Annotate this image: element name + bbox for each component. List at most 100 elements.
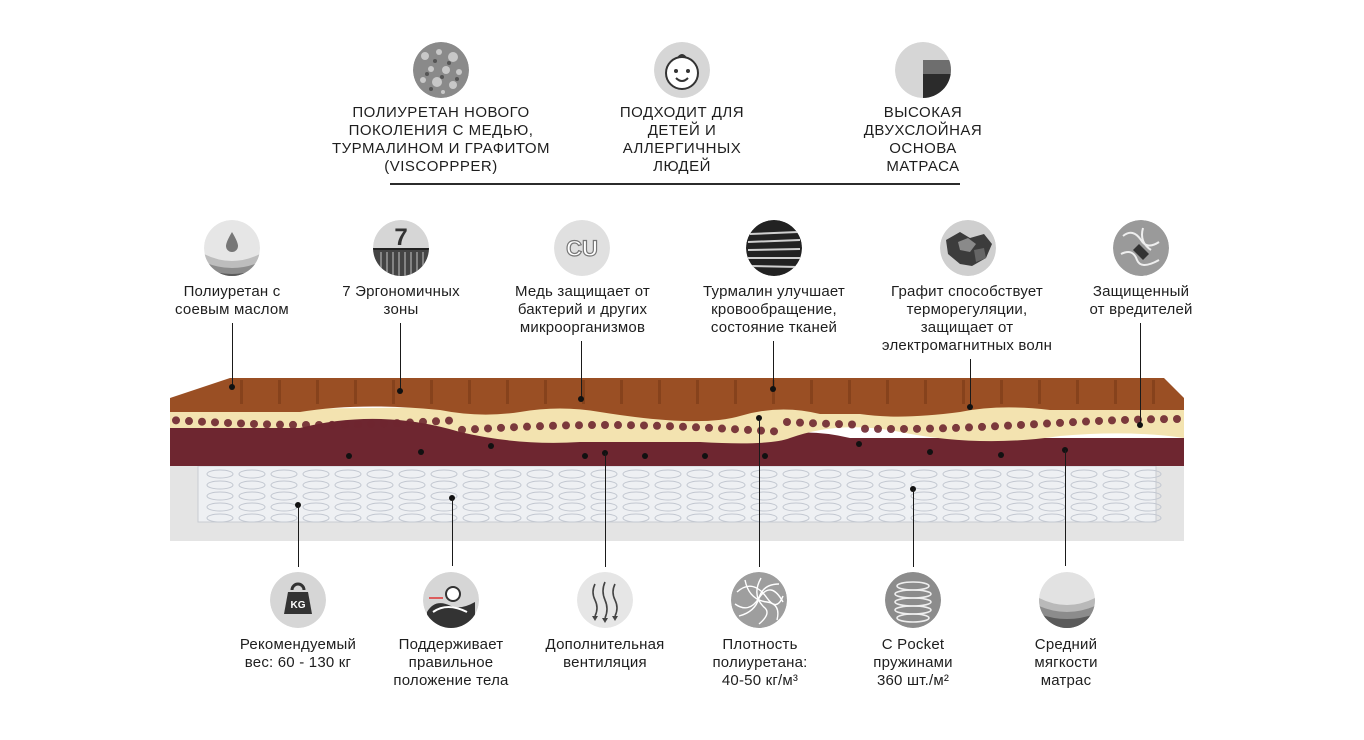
leader-line-ventilation [605,453,606,567]
leader-line-density [759,418,760,567]
spring-coil [846,513,874,523]
foam-hole [328,420,336,429]
leader-line-graphite [970,359,971,407]
foam-hole [666,422,674,431]
spring-coil [814,513,842,523]
spring-coil [1102,513,1130,523]
spring-coil [590,502,618,512]
leader-line-pest [1140,323,1141,425]
leader-dot [488,443,494,449]
spring-coil [1102,469,1130,479]
top-copper-layer [170,378,1184,422]
spring-coil [430,491,458,501]
pocket-spring-icon [885,572,941,628]
foam-hole [770,427,778,436]
zone-groove [772,380,775,404]
spring-coil [750,480,778,490]
foam-hole [1082,417,1090,426]
zone-groove [1114,380,1117,404]
foam-hole [380,419,388,428]
spring-coil [526,491,554,501]
foam-hole [445,416,453,425]
spring-coil [942,513,970,523]
leader-dot [642,453,648,459]
zone-groove [810,380,813,404]
spring-coil [654,491,682,501]
spring-coil [270,480,298,490]
top-layer-grooves [240,380,1155,404]
spring-coil [366,502,394,512]
spring-coil [590,491,618,501]
foam-hole [185,417,193,426]
leader-line-tourmaline [773,341,774,389]
spring-coil [654,469,682,479]
leader-dot [856,441,862,447]
foam-hole [276,420,284,429]
spring-coil [814,469,842,479]
foam-hole [497,423,505,432]
spring-coil [206,491,234,501]
spring-coil [622,491,650,501]
foam-hole [575,421,583,430]
spring-coil [430,502,458,512]
foam-hole [1004,421,1012,430]
leader-dot [967,404,973,410]
spring-coil [782,513,810,523]
spring-coil [1070,502,1098,512]
spring-coil [590,469,618,479]
foam-hole [822,419,830,428]
foam-hole [1121,415,1129,424]
spring-coil [238,480,266,490]
spring-coil [1006,480,1034,490]
foam-hole [484,424,492,433]
foam-hole [393,419,401,428]
spring-coil [750,469,778,479]
ventilation-arrows-icon [577,572,633,628]
spring-coil [718,513,746,523]
body-support-icon [423,572,479,628]
spring-coil [654,480,682,490]
spring-coil [782,480,810,490]
zone-groove [354,380,357,404]
foam-hole [354,420,362,429]
spring-coil [238,469,266,479]
medium-softness-icon [1039,572,1095,628]
foam-hole [835,420,843,429]
foam-hole [1069,418,1077,427]
spring-coil [558,513,586,523]
spring-coil [558,502,586,512]
foam-hole [458,425,466,434]
spring-coil [1070,513,1098,523]
pocket-springs [206,469,1162,523]
zone-groove [620,380,623,404]
zone-groove [1000,380,1003,404]
leader-dot [770,386,776,392]
foam-hole [978,422,986,431]
spring-coil [334,513,362,523]
foam-hole [562,421,570,430]
spring-coil [910,502,938,512]
zone-groove [468,380,471,404]
leader-dot [418,449,424,455]
spring-coil [494,502,522,512]
foam-hole [1147,415,1155,424]
spring-coil [430,469,458,479]
spring-coil [590,513,618,523]
foam-hole [198,417,206,426]
spring-coil [686,469,714,479]
spring-coil [206,513,234,523]
spring-coil [910,480,938,490]
spring-coil [878,502,906,512]
spring-coil [462,469,490,479]
foam-hole [627,421,635,430]
leader-dot [229,384,235,390]
